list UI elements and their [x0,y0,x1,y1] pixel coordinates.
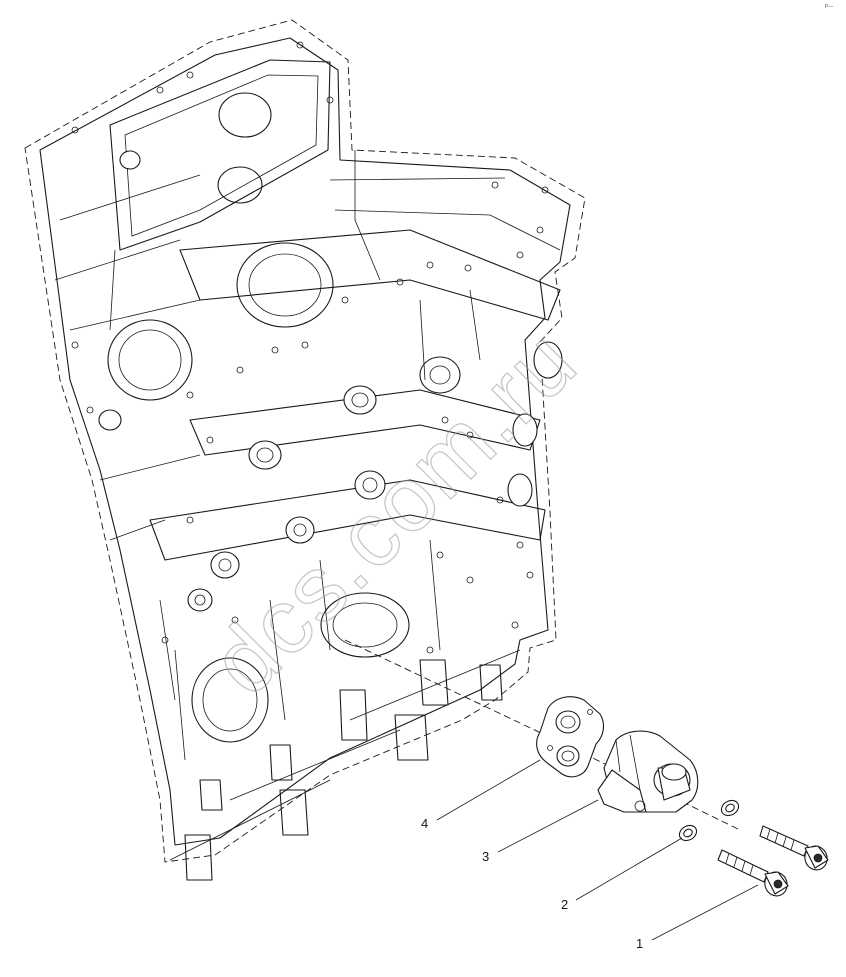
bore-top-1 [218,92,272,138]
housing-part-3 [597,730,699,813]
bore-4 [191,657,269,743]
leader-2 [575,837,683,901]
callout-4: 4 [421,816,428,831]
bore-3 [320,592,410,658]
gasket-part-4 [536,696,605,778]
callout-2: 2 [561,897,568,912]
block-outline [24,19,586,863]
bore-1 [236,242,334,328]
bore-3-inner [332,602,398,648]
bore-4-inner [202,668,258,732]
internal-edges [54,150,561,761]
top-deck-inner [124,74,319,237]
screw-part-1 [717,825,829,897]
bearing-web-2 [189,389,541,456]
block-contour [39,37,571,846]
bore-2-inner [118,329,182,391]
bolt-holes [71,41,549,654]
bearing-web-1 [179,229,561,321]
callout-1: 1 [636,936,643,951]
callouts: 4 3 2 1 [421,759,759,951]
bearing-web-3 [149,479,546,561]
skirt-bosses [169,649,521,881]
bore-1-inner [248,253,322,317]
watermark: dcs.com.ru [192,310,596,714]
engine-block [24,19,586,881]
bore-top-2 [217,166,263,204]
boss-cluster [98,150,563,612]
leader-3 [497,799,599,853]
corner-mark: P— [825,4,833,10]
top-deck [109,59,331,251]
leader-1 [651,884,759,941]
washer-part-2 [678,799,740,842]
bore-2 [107,319,193,401]
callout-3: 3 [482,849,489,864]
leader-4 [436,759,541,821]
